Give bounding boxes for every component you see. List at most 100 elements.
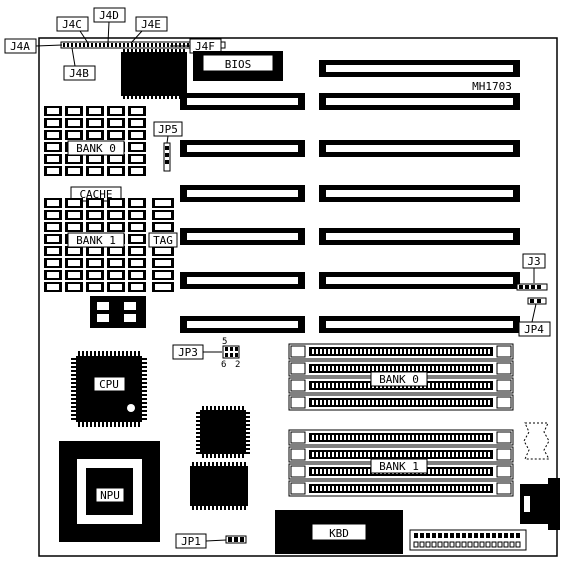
simm-contact: [428, 452, 430, 457]
sip-chip-face: [68, 108, 80, 114]
sip-chip-face: [47, 236, 59, 242]
simm-contact: [428, 383, 430, 388]
power-pin: [443, 541, 449, 548]
simm-contact: [360, 452, 362, 457]
simm-latch: [290, 431, 306, 444]
simm-contact: [396, 435, 398, 440]
j4-pin: [143, 43, 145, 47]
simm-contact: [452, 349, 454, 354]
simm-contact: [460, 452, 462, 457]
expansion-slot: [180, 185, 305, 202]
chip-pin: [238, 406, 240, 410]
simm-contact: [440, 400, 442, 405]
power-connector: [409, 529, 527, 551]
j4c-label: J4C: [56, 16, 89, 44]
sip-chip-face: [68, 132, 80, 138]
simm-contact: [472, 486, 474, 491]
j4-pin: [187, 43, 189, 47]
chipset-chip-2: [190, 462, 248, 510]
simm-contact: [328, 452, 330, 457]
simm-contact: [348, 349, 350, 354]
chip-pin: [123, 95, 125, 99]
power-pin: [419, 541, 425, 548]
simm-contact: [356, 349, 358, 354]
j4e-label: J4E: [130, 16, 168, 44]
simm-contact: [348, 469, 350, 474]
simm-contact: [364, 469, 366, 474]
simm-contact: [468, 400, 470, 405]
chip-pin: [192, 462, 194, 466]
jp3-pin5-text: 5: [222, 337, 227, 347]
simm-contact: [312, 452, 314, 457]
simm-contact: [356, 400, 358, 405]
chip-pin: [200, 506, 202, 510]
simm-contact: [444, 452, 446, 457]
simm-contact: [460, 486, 462, 491]
sip-chip-face: [68, 272, 80, 278]
expansion-slot: [319, 60, 520, 77]
chip-pin: [196, 436, 200, 438]
bank1-sip-modules: BANK 1: [44, 198, 174, 292]
simm-contact: [488, 435, 490, 440]
j4-pin: [79, 43, 81, 47]
power-pin: [467, 541, 473, 548]
simm-contact: [484, 383, 486, 388]
j4-pin: [107, 43, 109, 47]
cpu-chip: CPU: [71, 351, 147, 427]
simm-contact: [324, 383, 326, 388]
sip-chip-face: [155, 260, 171, 266]
simm-contact: [340, 469, 342, 474]
power-pin: [462, 533, 466, 538]
simm-contact: [356, 486, 358, 491]
sip-chip-face: [47, 108, 59, 114]
simm-contact: [372, 349, 374, 354]
simm-contact: [396, 400, 398, 405]
simm-contact: [488, 400, 490, 405]
simm-contact: [356, 452, 358, 457]
simm-contact: [344, 435, 346, 440]
cpu-pin: [130, 351, 132, 357]
power-pin: [497, 541, 503, 548]
simm-contact: [452, 383, 454, 388]
jp3-text: JP3: [178, 346, 198, 359]
chip-pin: [246, 452, 250, 454]
simm-contact: [324, 452, 326, 457]
simm-contact: [380, 486, 382, 491]
simm-contact: [404, 349, 406, 354]
simm-contact: [380, 452, 382, 457]
simm-contact: [472, 366, 474, 371]
simm-contact: [420, 486, 422, 491]
simm-latch: [290, 345, 306, 358]
expansion-slot: [180, 228, 305, 245]
chip-pin: [196, 412, 200, 414]
chip-pin: [147, 95, 149, 99]
j4-pin: [175, 43, 177, 47]
simm-contact: [436, 469, 438, 474]
j4-pin: [167, 43, 169, 47]
simm-contact: [316, 366, 318, 371]
chip-pin: [196, 428, 200, 430]
j4-pin: [103, 43, 105, 47]
sip-chip-face: [68, 200, 80, 206]
slot-opening: [187, 98, 298, 105]
j4-pin: [131, 43, 133, 47]
simm-contact: [412, 486, 414, 491]
chip-pin: [210, 406, 212, 410]
power-pin: [438, 533, 442, 538]
simm-contact: [436, 383, 438, 388]
simm-contact: [488, 452, 490, 457]
simm-contact: [324, 435, 326, 440]
j4-pin: [91, 43, 93, 47]
sip-chip-face: [47, 144, 59, 150]
slot-opening: [187, 321, 298, 328]
sip-chip-face: [68, 168, 80, 174]
simm-contact: [404, 435, 406, 440]
j4-pin: [95, 43, 97, 47]
sip-chip-face: [89, 284, 101, 290]
simm-contact: [432, 435, 434, 440]
sip-chip-face: [131, 120, 143, 126]
simm-contact: [320, 400, 322, 405]
kbd-text: KBD: [329, 527, 349, 540]
simm-contact: [328, 435, 330, 440]
simm-contact: [328, 366, 330, 371]
